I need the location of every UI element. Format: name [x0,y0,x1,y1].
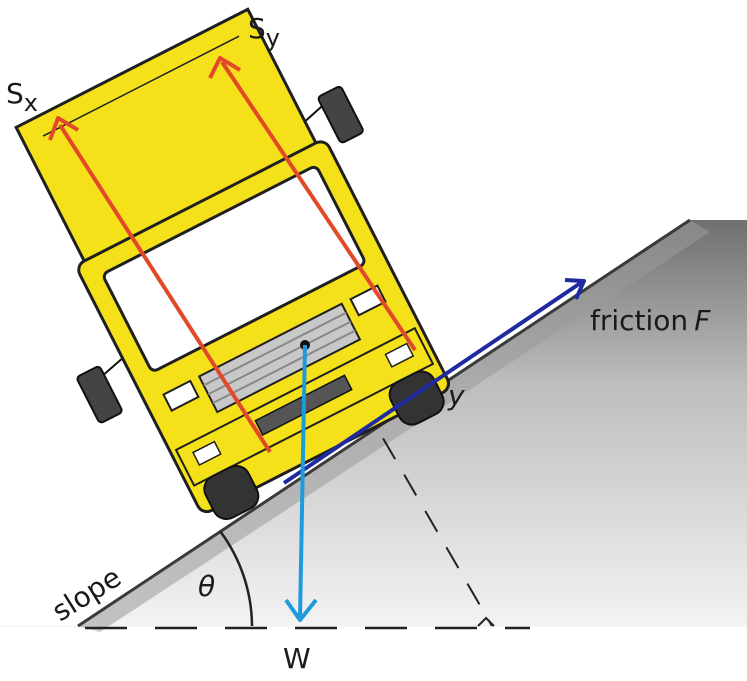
weight-arrowhead [284,598,318,622]
left-wheel [203,464,260,521]
label-sx: Sx [6,77,38,117]
weight-force-line [298,344,307,619]
right-mirror [317,85,364,144]
left-mirror [76,365,123,424]
page-bottom [0,627,747,681]
label-sy: Sy [248,12,280,52]
sy-force-line [220,60,417,352]
truck [14,7,450,521]
windscreen [102,165,366,372]
perpendicular-dashed-line [361,401,493,627]
left-headlight [162,379,200,412]
friction-force-line [282,280,584,485]
friction-arrowhead [564,278,586,300]
label-weight: W [283,642,311,675]
sy-arrowhead [208,56,242,79]
right-angle-mark [477,616,495,627]
sx-force-line [58,123,272,454]
label-distance-y: y [447,379,465,412]
label-theta: θ [198,570,215,603]
sx-arrowhead [48,116,80,141]
angle-arc [218,530,254,627]
slope-shade [78,220,710,632]
